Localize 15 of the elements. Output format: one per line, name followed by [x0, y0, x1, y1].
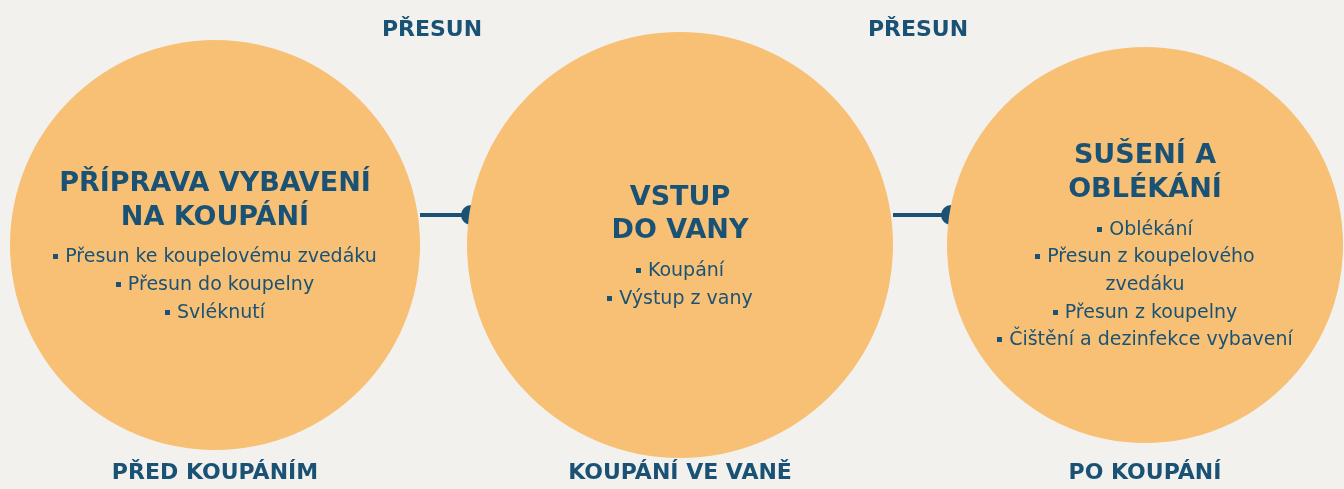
- bullet-item: Čištění a dezinfekce vybavení: [997, 325, 1293, 353]
- bullet-item: Přesun do koupelny: [115, 269, 315, 298]
- stage-heading: VSTUP DO VANY: [610, 178, 750, 247]
- bullet-item: Oblékání: [1097, 214, 1193, 243]
- phase-label: PO KOUPÁNÍ: [1068, 459, 1222, 484]
- bullet-item: Přesun z koupelového zvedáku: [995, 242, 1295, 298]
- bullet-item: Přesun z koupelny: [1052, 297, 1238, 326]
- phase-label: PŘED KOUPÁNÍM: [111, 459, 319, 484]
- bullet-item: Výstup z vany: [607, 283, 753, 312]
- bullet-item: Koupání: [635, 256, 725, 284]
- stage-heading: PŘÍPRAVA VYBAVENÍ NA KOUPÁNÍ: [58, 164, 372, 233]
- phase-label: KOUPÁNÍ VE VANĚ: [568, 459, 792, 484]
- stage-heading: SUŠENÍ A OBLÉKÁNÍ: [1067, 137, 1223, 205]
- bullet-item: Svléknutí: [164, 297, 266, 326]
- bullet-item: Přesun ke koupelovému zvedáku: [53, 242, 377, 270]
